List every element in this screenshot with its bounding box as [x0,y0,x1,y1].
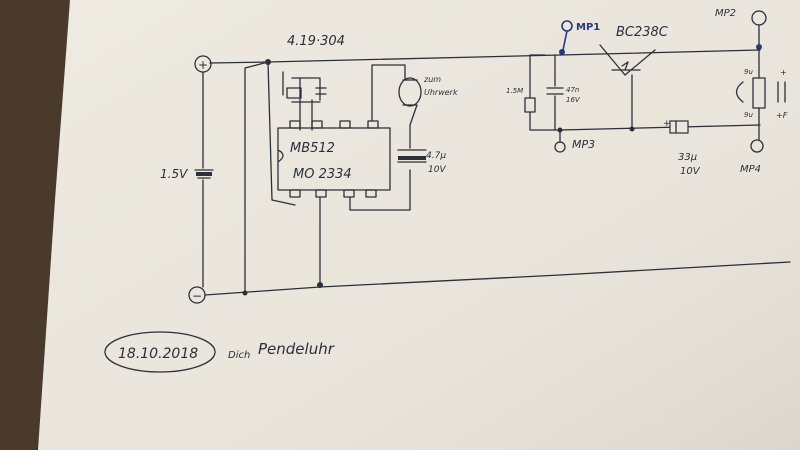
ic-pin [365,189,377,198]
ic-label-1: MB512 [290,141,335,156]
note-text: Pendeluhr [258,340,335,358]
resistor-icon [524,97,536,113]
date-ellipse [104,331,216,373]
ic-pin [339,120,351,129]
ic-pin [289,189,301,198]
transistor-label: BC238C [616,25,669,40]
magnet-right-icon [777,81,786,103]
ic-notch-icon [277,149,284,163]
ic-chip-outline [277,127,391,191]
ic-feed-wire [267,61,296,206]
cap2-voltage: 16V [566,96,581,104]
left-inner-wire [244,61,269,294]
cap2-value: 47n [566,86,579,94]
ic-pin [343,189,355,198]
resistor-value: 1.5M [506,87,523,95]
note-prefix: Dich [228,350,250,361]
cap-return-wire [349,169,411,211]
film-cap-icon [546,87,564,95]
cap3-plus: + [663,119,671,129]
date-text: 18.10.2018 [118,346,198,362]
coil-plus-1: + [780,68,787,77]
mp1-lead [562,30,568,51]
coil-label-1: 9u [744,68,753,76]
mp4-label: MP4 [740,164,761,175]
mp2-label: MP2 [715,8,736,19]
minus-terminal-icon [188,286,206,304]
electrolytic-cap-icon [397,149,427,163]
mp4-testpoint-icon [750,139,764,153]
junction-dot [265,59,271,65]
ic-label-2: MO 2334 [293,167,352,182]
plus-sign: + [198,58,208,72]
coil-label-2: 9u [744,111,753,119]
battery-symbol-icon [194,71,214,288]
ic-pin [311,120,323,129]
battery-cell-icon [196,172,212,176]
top-rail-wire [209,49,761,64]
cap3-value: 33µ [678,152,697,163]
motor-label-1: zum [423,75,441,84]
junction-dot [756,44,762,50]
coil-plus-2: +F [776,111,788,120]
ic-pin [315,189,327,198]
paper-shading [38,0,800,450]
mp1-label: MP1 [576,22,600,33]
magnet-icon [735,81,744,103]
cap3-icon [669,120,689,134]
ic-pin [289,120,301,129]
quartz-wires [282,71,321,131]
mp3-testpoint-icon [554,141,566,153]
minus-sign: − [192,289,202,303]
junction-dot [242,290,248,296]
junction-dot [629,126,635,132]
trimmer-cap-icon [315,87,327,95]
transistor-base-icon [611,61,641,71]
mp3-label: MP3 [572,138,595,151]
motor-coil-icon [398,77,422,107]
motor-label-2: Uhrwerk [424,88,458,97]
bottom-rail-wire [204,261,791,296]
cap3-voltage: 10V [680,166,701,177]
motor-feed-wire [371,64,406,122]
ic-pin [367,120,379,129]
transistor-body-icon [599,44,656,76]
cap-voltage: 10V [428,165,446,175]
motor-wire [402,79,418,149]
battery-voltage: 1.5V [160,167,188,181]
cap-plate-icon [398,156,426,160]
junction-dot [317,282,323,288]
emitter-wire [559,124,761,131]
cap-value: 4.7µ [426,151,446,161]
chip-code-label: 4.19·304 [287,34,345,49]
junction-dot [559,49,565,55]
quartz-crystal-icon [286,87,302,99]
rc-network-wires [529,54,561,131]
